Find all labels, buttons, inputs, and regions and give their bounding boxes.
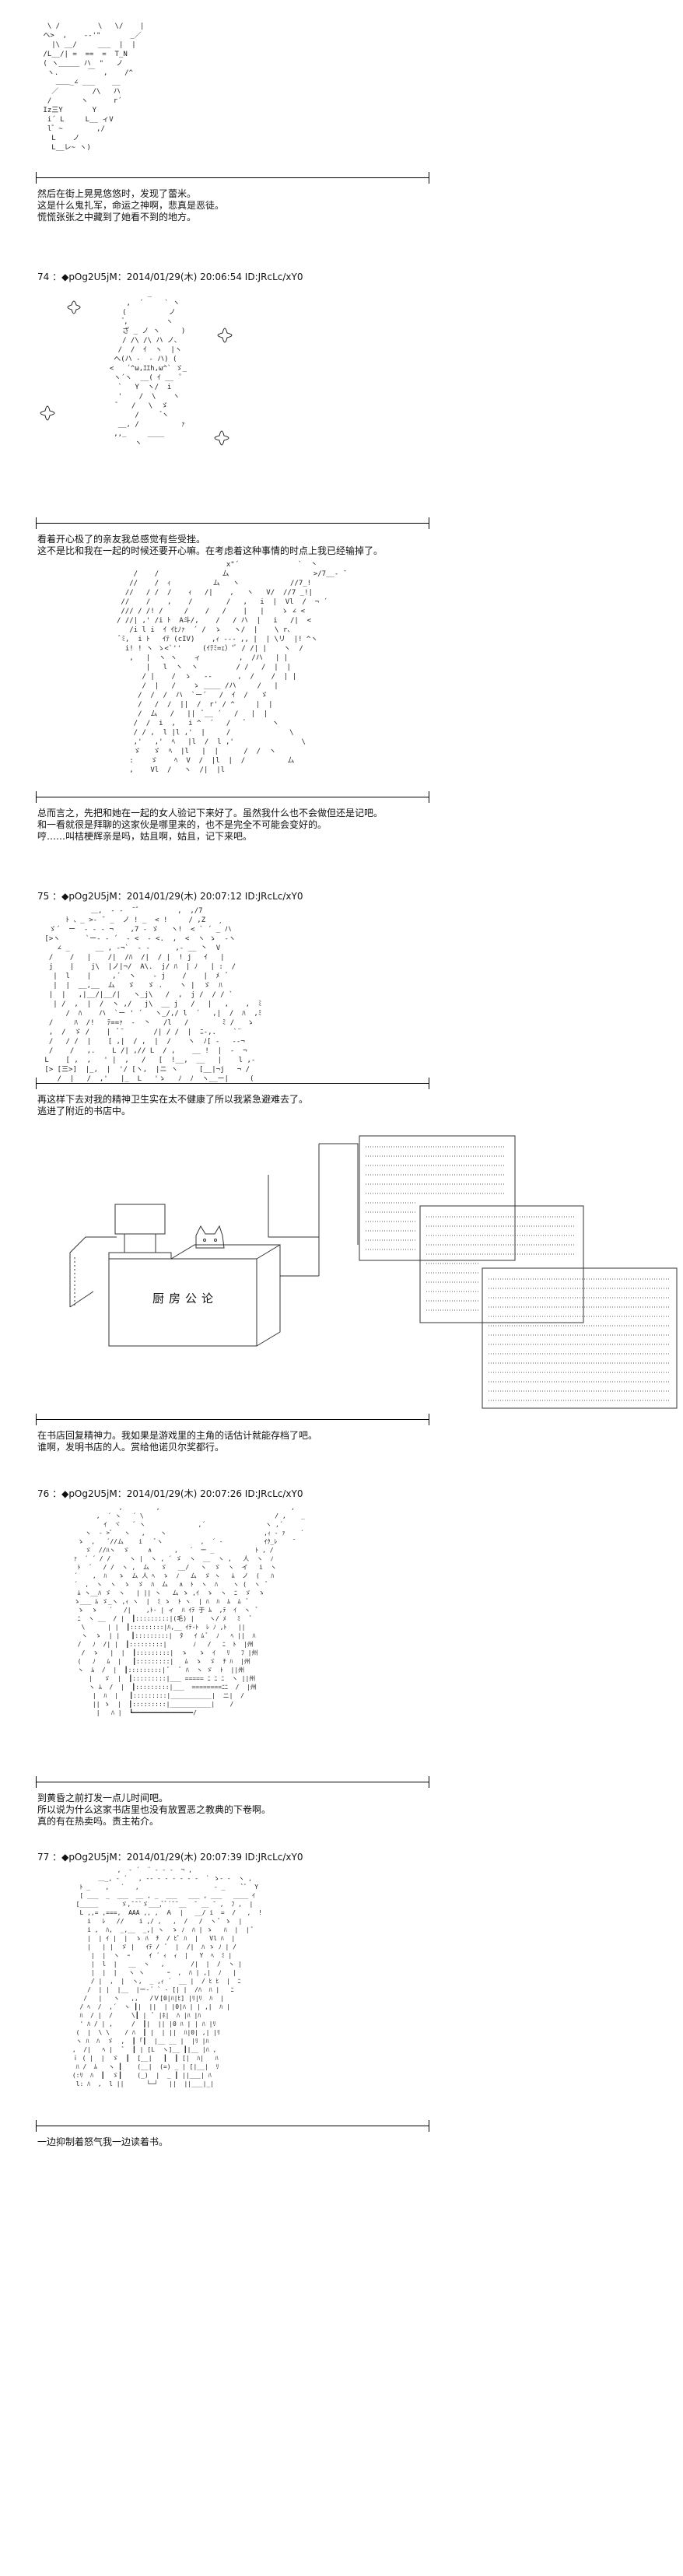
caption-line: 谁啊，发明书店的人。赏给他诺贝尔奖都行。: [37, 1442, 225, 1453]
caption-line: 一边抑制着怒气我一边读着书。: [37, 2136, 169, 2147]
sparkle-icon: [217, 328, 233, 343]
caption-line: 在书店回复精神力。我如果是游戏里的主角的话估计就能存档了吧。: [37, 1430, 318, 1441]
post-header-77: 77 ：◆pOg2U5jM：2014/01/29(木) 20:07:39 ID:…: [37, 1852, 303, 1863]
sparkle-icon: [40, 405, 55, 421]
caption-line: 慌慌张张之中藏到了她看不到的地方。: [37, 212, 197, 223]
section-2-caption: 看着开心极了的亲友我总感觉有些受挫。 这不是比和我在一起的时候还要开心嘛。在考虑…: [37, 534, 383, 557]
store-sign: 厨房公论: [152, 1292, 219, 1306]
caption-line: 到黄昏之前打发一点儿时间吧。: [37, 1793, 169, 1803]
caption-line: 总而言之，先把和她在一起的女人验记下来好了。虽然我什么也不会做但还是记吧。: [37, 808, 384, 818]
post-header-74: 74 ：◆pOg2U5jM：2014/01/29(木) 20:06:54 ID:…: [37, 272, 303, 282]
caption-line: 所以说为什么这家书店里也没有放置恶之教典的下卷啊。: [37, 1804, 271, 1815]
ascii-art-75: ＿, ‐ ‐ ¨ﾞ , ,/7 ﾄ 、_ >‐ ¯ _ ノ ! _ < ! / …: [44, 907, 262, 1083]
separator-rule: [36, 1414, 429, 1425]
ascii-art-3: x"´ ` 丶 / / ム >/7__‐ ¯ // / ｨ ム ヽ //7_! …: [117, 561, 348, 774]
bookstore-scene-art: [69, 1135, 678, 1409]
ascii-art-1: \ / \ \/ | ヘ> , -‐'" _／ |\ __/ ___ | | /…: [43, 23, 145, 152]
separator-rule: [36, 1078, 429, 1089]
section-1-caption: 然后在街上晃晃悠悠时，发现了蕾米。 这是什么鬼扎军，命运之神啊，悲真是恶徒。 慌…: [37, 188, 224, 223]
caption-line: 和一看就很是拜聊的这家伙是哪里来的，也不是完全不可能会变好的。: [37, 819, 327, 830]
sparkle-icon: [214, 430, 229, 446]
separator-rule: [36, 517, 429, 529]
sparkle-icon: [67, 300, 81, 314]
section-4-caption: 再这样下去对我的精神卫生实在太不健康了所以我紧急避难去了。 逃进了附近的书店中。: [37, 1094, 308, 1117]
caption-line: 然后在街上晃晃悠悠时，发现了蕾米。: [37, 188, 197, 199]
caption-line: 真的有在热卖吗。责主祐介。: [37, 1816, 159, 1827]
caption-line: 这是什么鬼扎军，命运之神啊，悲真是恶徒。: [37, 200, 225, 211]
post-header-76: 76 ：◆pOg2U5jM：2014/01/29(木) 20:07:26 ID:…: [37, 1488, 303, 1499]
section-5-caption: 在书店回复精神力。我如果是游戏里的主角的话估计就能存档了吧。 谁啊，发明书店的人…: [37, 1430, 317, 1453]
ascii-art-77: , ‐ ´ ¨ ‐ ‐ ‐ ¬ , ＿_, ‐ ´ , -‐ ‐ ‐ ‐ ‐ ‐…: [72, 1866, 262, 2087]
caption-line: 逃进了附近的书店中。: [37, 1106, 131, 1116]
ascii-art-76: , , , , ´ ヽ ´ \ / , _ ｲ ヾ ´ ヽ ,´ ヽ ,´ ヽ …: [73, 1504, 305, 1716]
post-header-75: 75 ：◆pOg2U5jM：2014/01/29(木) 20:07:12 ID:…: [37, 891, 303, 902]
caption-line: 看着开心极了的亲友我总感觉有些受挫。: [37, 534, 206, 545]
section-7-caption: 一边抑制着怒气我一边读着书。: [37, 2136, 168, 2148]
separator-rule: [36, 172, 429, 184]
section-6-caption: 到黄昏之前打发一点儿时间吧。 所以说为什么这家书店里也没有放置恶之教典的下卷啊。…: [37, 1793, 271, 1828]
caption-line: 再这样下去对我的精神卫生实在太不健康了所以我紧急避难去了。: [37, 1094, 309, 1105]
section-3-caption: 总而言之，先把和她在一起的女人验记下来好了。虽然我什么也不会做但还是记吧。 和一…: [37, 808, 383, 843]
sparkle-decoration: [40, 300, 233, 446]
ascii-art-74: _ , ´ ` ヽ ( ノ ゙, ヽ ざ _ ノ ヽ ) / /\ /\ ハ ノ…: [109, 290, 187, 447]
caption-line: 哼……叫桔梗辉亲是吗，姑且啊，姑且，记下来吧。: [37, 831, 253, 842]
caption-line: 这不是比和我在一起的时候还要开心嘛。在考虑着这种事情的时点上我已经输掉了。: [37, 545, 384, 556]
